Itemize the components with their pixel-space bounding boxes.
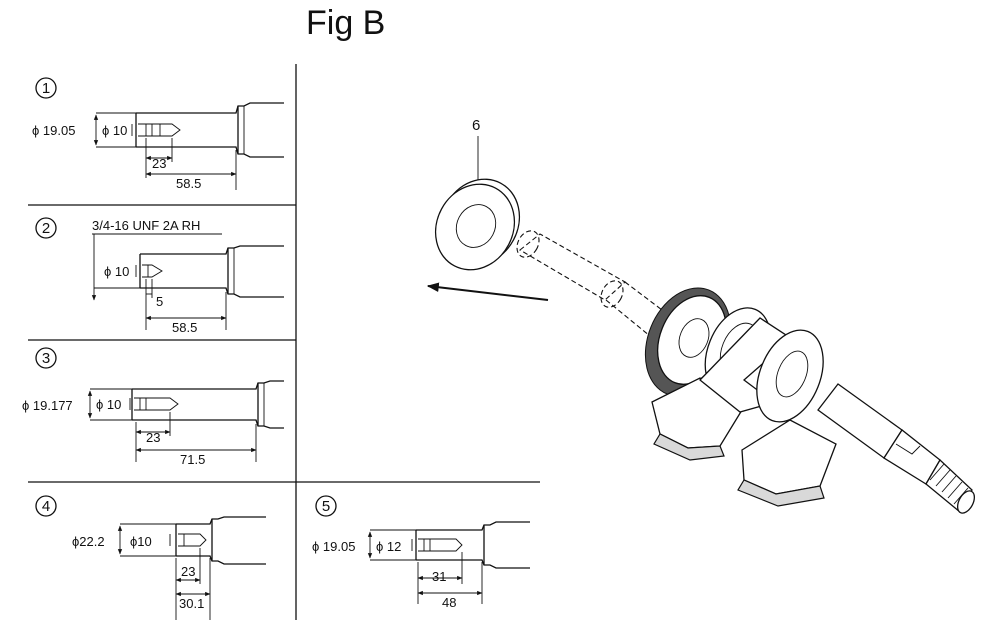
outer-diameter-label: ϕ22.2	[72, 534, 105, 549]
direction-arrow	[426, 282, 549, 301]
panel-number: 5	[322, 498, 330, 515]
panel-4: 4 ϕ22.2 ϕ10 23 30.1	[35, 495, 266, 620]
depth-label: 23	[181, 564, 195, 579]
panel-1: 1 ϕ 19.05 ϕ 10 23 58.5	[32, 77, 284, 191]
panel-number: 2	[42, 220, 50, 237]
panel-number: 4	[42, 498, 50, 515]
length-label: 58.5	[176, 176, 201, 191]
depth-label: 23	[152, 156, 166, 171]
panel-number: 3	[42, 350, 50, 367]
outer-diameter-label: ϕ 19.05	[32, 123, 75, 138]
part-number-label: 6	[472, 117, 480, 134]
outer-diameter-label: ϕ 19.177	[22, 398, 73, 413]
outer-diameter-label: ϕ 19.05	[312, 539, 355, 554]
panel-number-circle	[315, 495, 337, 517]
panel-2: 2 3/4-16 UNF 2A RH ϕ 10 5 58.5	[35, 217, 284, 335]
panel-number-circle	[35, 217, 57, 239]
panel-number-circle	[35, 495, 57, 517]
depth-label: 31	[432, 569, 446, 584]
panel-5: 5 ϕ 19.05 ϕ 12 31 48	[312, 495, 530, 610]
figure-title: Fig B	[306, 4, 385, 42]
inner-diameter-label: ϕ 12	[376, 539, 401, 554]
washer-part-6	[434, 178, 521, 271]
length-label: 48	[442, 595, 456, 610]
inner-diameter-label: ϕ10	[130, 534, 152, 549]
panel-3: 3 ϕ 19.177 ϕ 10 23 71.5	[22, 347, 284, 467]
crankshaft-illustration: 6	[426, 117, 976, 514]
crankshaft-body	[651, 307, 976, 514]
panel-number: 1	[42, 80, 50, 97]
panel-number-circle	[35, 77, 57, 99]
inner-diameter-label: ϕ 10	[96, 397, 121, 412]
length-label: 30.1	[179, 596, 204, 611]
depth-label: 23	[146, 430, 160, 445]
inner-diameter-label: ϕ 10	[102, 123, 127, 138]
panel-number-circle	[35, 347, 57, 369]
length-label: 71.5	[180, 452, 205, 467]
thread-label: 3/4-16 UNF 2A RH	[92, 218, 200, 233]
depth-label: 5	[156, 294, 163, 309]
inner-diameter-label: ϕ 10	[104, 264, 129, 279]
length-label: 58.5	[172, 320, 197, 335]
panel-grid	[28, 64, 540, 620]
phantom-shaft-extension	[516, 230, 671, 337]
